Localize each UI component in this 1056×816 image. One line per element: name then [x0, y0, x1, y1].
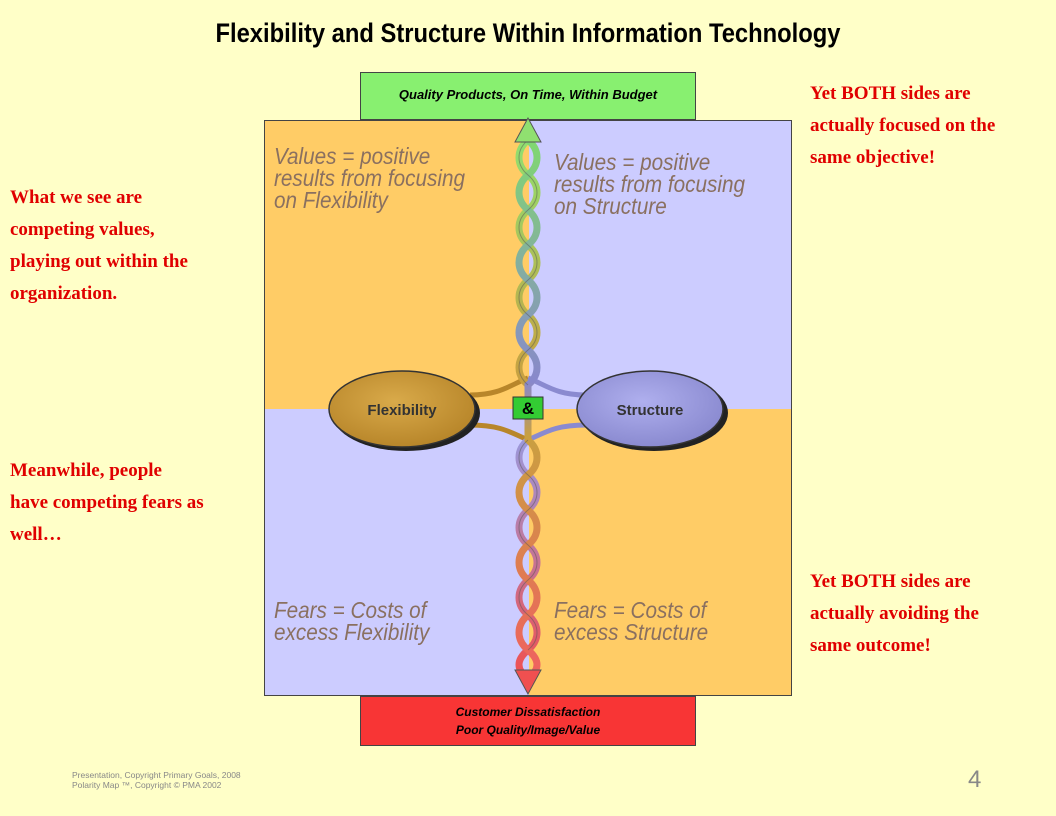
- structure-pole-ellipse: [576, 370, 724, 448]
- quadrant-structure-values: Values = positive results from focusing …: [529, 121, 791, 409]
- deeper-fear-line2: Poor Quality/Image/Value: [455, 723, 601, 737]
- structure-values-text: Values = positive results from focusing …: [554, 149, 745, 219]
- helix-outline-bottom: [518, 439, 538, 651]
- down-arrowhead-icon: [514, 669, 542, 696]
- polarity-map-grid: Values = positive results from focusing …: [264, 120, 792, 696]
- flexibility-values-text: Values = positive results from focusing …: [274, 143, 465, 213]
- deeper-fear-box: Customer Dissatisfaction Poor Quality/Im…: [360, 696, 696, 746]
- copyright-footer: Presentation, Copyright Primary Goals, 2…: [72, 770, 241, 790]
- ampersand-label: &: [522, 399, 534, 418]
- quadrant-structure-fears: Fears = Costs of excess Structure: [529, 409, 791, 695]
- higher-purpose-label: Quality Products, On Time, Within Budget: [398, 87, 658, 102]
- structure-fears-text: Fears = Costs of excess Structure: [554, 597, 709, 645]
- flexibility-pole-label: Flexibility: [367, 402, 437, 419]
- structure-pole-label: Structure: [617, 402, 684, 419]
- higher-purpose-box: Quality Products, On Time, Within Budget: [360, 72, 696, 120]
- slide-title: Flexibility and Structure Within Informa…: [215, 18, 841, 48]
- structure-upper-link: [527, 375, 587, 398]
- ampersand-box: [512, 396, 544, 420]
- page-number: 4: [968, 766, 982, 793]
- flexibility-pole-ellipse: [328, 370, 476, 448]
- flexibility-fears-text: Fears = Costs of excess Flexibility: [274, 597, 430, 645]
- shared-objective-note: Yet BOTH sides are actually focused on t…: [810, 83, 996, 168]
- deeper-fear-line1: Customer Dissatisfaction: [455, 705, 601, 719]
- structure-lower-link: [526, 422, 587, 443]
- up-arrowhead-icon: [514, 116, 542, 143]
- helix-outline-top: [518, 139, 538, 386]
- shared-outcome-note: Yet BOTH sides are actually avoiding the…: [810, 571, 979, 656]
- quadrant-flexibility-fears: Fears = Costs of excess Flexibility: [265, 409, 529, 695]
- competing-values-note: What we see are competing values, playin…: [10, 187, 188, 304]
- quadrant-flexibility-values: Values = positive results from focusing …: [265, 121, 529, 409]
- flexibility-upper-link: [469, 375, 529, 398]
- competing-fears-note: Meanwhile, people have competing fears a…: [10, 460, 204, 545]
- flexibility-lower-link: [469, 422, 530, 443]
